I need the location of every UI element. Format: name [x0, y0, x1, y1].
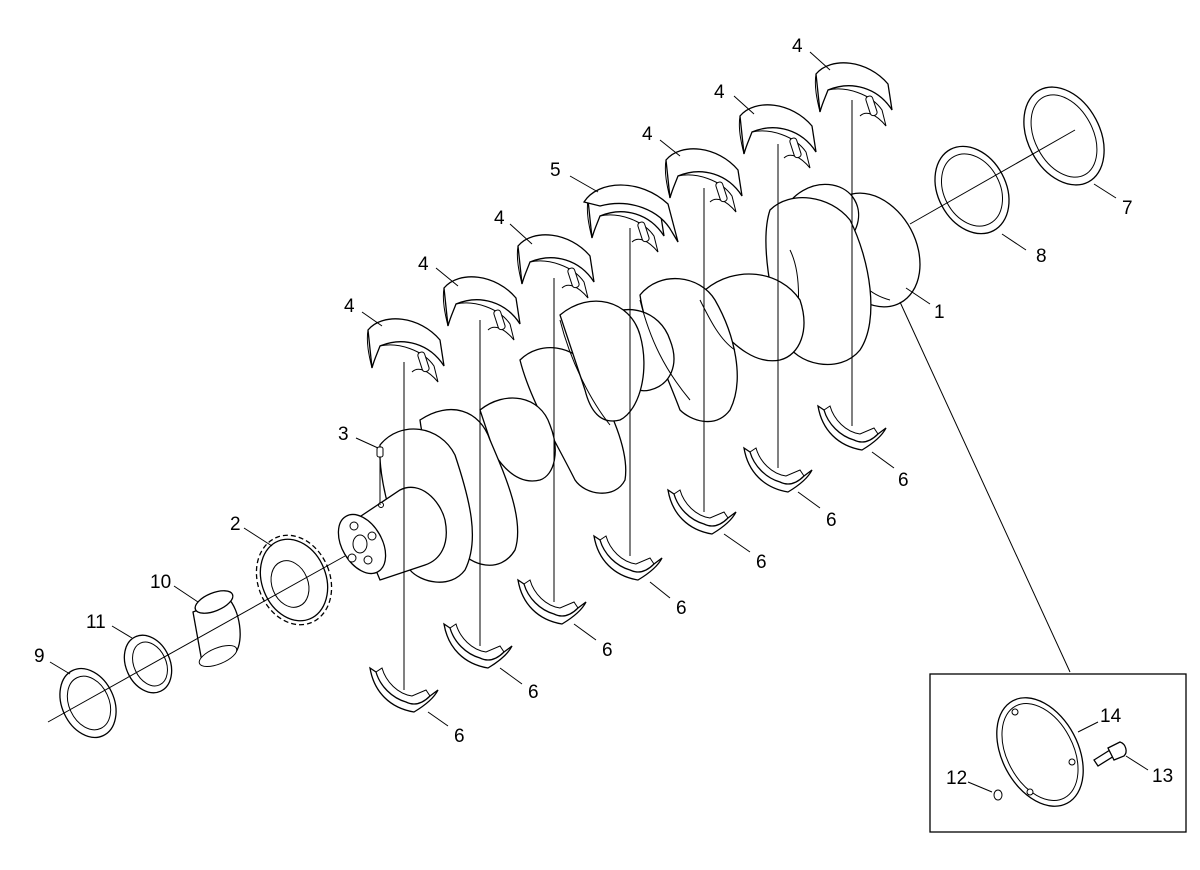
callout-6: 6: [898, 470, 909, 491]
oil-seal-front: [59, 667, 117, 739]
callout-6: 6: [676, 598, 687, 619]
callout-6: 6: [454, 726, 465, 747]
bolt: [1093, 741, 1127, 767]
callout-9: 9: [34, 646, 45, 667]
inset-detail: [929, 673, 1187, 833]
callout-12: 12: [946, 768, 967, 789]
callout-6: 6: [756, 552, 767, 573]
callout-1: 1: [934, 302, 945, 323]
seal-ring-rear: [934, 145, 1010, 235]
callout-13: 13: [1152, 766, 1173, 787]
callout-2: 2: [230, 514, 241, 535]
crankshaft: [337, 183, 921, 583]
callout-4: 4: [714, 82, 725, 103]
callout-11: 11: [86, 612, 106, 633]
alignment-lines: [403, 100, 853, 690]
sleeve: [192, 590, 241, 668]
callout-labels: 1 2 3 4 4 4 4 4 4 5 6 6 6 6 6 6 6 7 8 9 …: [34, 36, 1173, 789]
callout-8: 8: [1036, 246, 1047, 267]
upper-bearing-shells: [366, 62, 893, 383]
callout-14: 14: [1100, 706, 1122, 727]
dowel-pin: [376, 446, 384, 505]
callout-4: 4: [418, 254, 429, 275]
callout-10: 10: [150, 572, 171, 593]
callout-6: 6: [602, 640, 613, 661]
crankshaft-gear: [255, 534, 333, 626]
callout-6: 6: [826, 510, 837, 531]
callout-4: 4: [642, 124, 653, 145]
thrust-bearing-shell: [582, 184, 679, 253]
seal-ring-front: [123, 634, 173, 694]
callout-7: 7: [1122, 198, 1133, 219]
callout-4: 4: [792, 36, 803, 57]
callout-6: 6: [528, 682, 539, 703]
leader-lines: [49, 51, 1117, 727]
callout-4: 4: [344, 296, 355, 317]
small-pin: [993, 789, 1003, 801]
callout-5: 5: [550, 160, 561, 181]
gasket: [996, 697, 1084, 807]
callout-3: 3: [338, 424, 349, 445]
callout-4: 4: [494, 208, 505, 229]
